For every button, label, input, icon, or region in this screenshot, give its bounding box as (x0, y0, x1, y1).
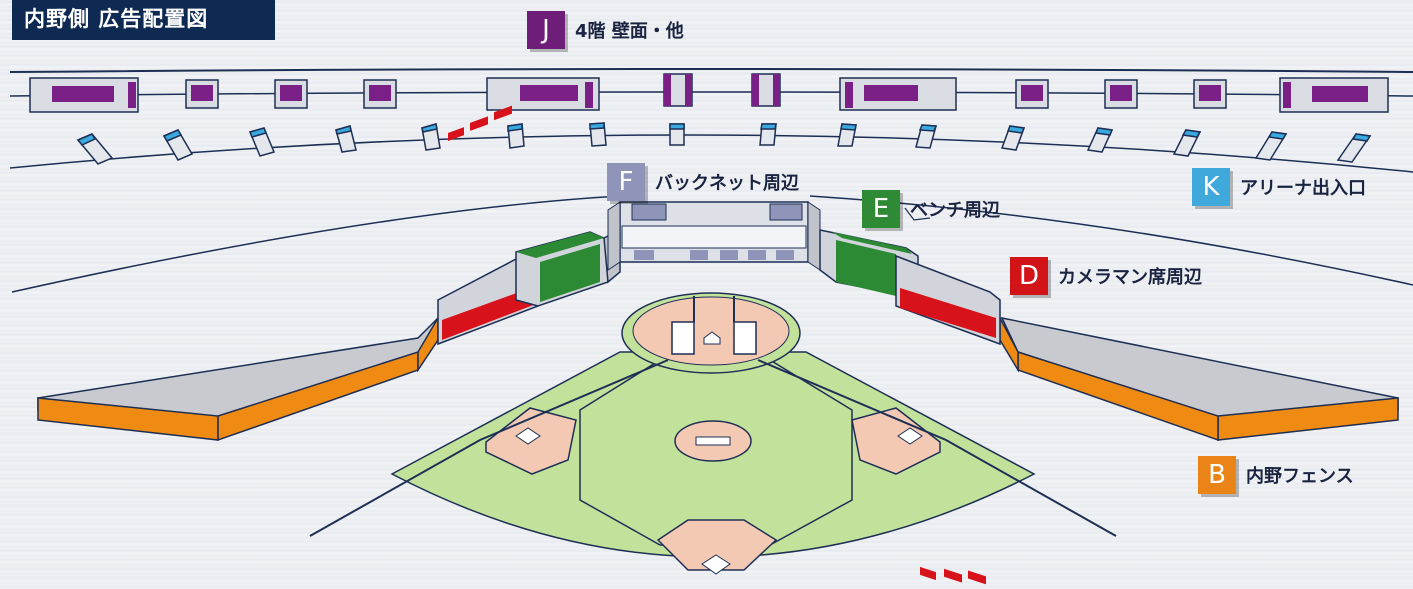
k-entrance (589, 122, 607, 147)
label-f: F バックネット周辺 (607, 163, 799, 201)
label-j-text: 4階 壁面・他 (575, 21, 684, 42)
label-j: J 4階 壁面・他 (527, 11, 684, 49)
k-entrance (162, 129, 194, 161)
j-panel-large (1279, 77, 1389, 113)
b-fence-left (37, 315, 439, 442)
concourse-line (9, 134, 1413, 173)
k-entrance (76, 133, 114, 165)
k-entrance (507, 123, 525, 149)
k-entrance (1254, 131, 1288, 161)
j-panel (1104, 79, 1138, 109)
label-k-text: アリーナ出入口 (1240, 178, 1366, 199)
k-entrance (759, 123, 777, 146)
k-entrance (669, 123, 685, 146)
k-entrance (421, 123, 441, 151)
badge-k: K (1192, 168, 1230, 206)
k-entrance (248, 127, 276, 157)
j-panel-large (29, 77, 139, 113)
label-d: D カメラマン席周辺 (1010, 257, 1202, 295)
upper-deck-line (9, 68, 1413, 73)
k-entrances (76, 122, 1372, 165)
j-panel (185, 79, 219, 109)
label-d-text: カメラマン席周辺 (1058, 267, 1202, 288)
leader-line (904, 207, 931, 221)
j-panel-tall (751, 73, 781, 107)
j-panel (274, 79, 308, 109)
baseball-field (309, 292, 1117, 575)
d-camera-area-right (895, 254, 1001, 585)
badge-f: F (607, 163, 645, 201)
label-e-text: ベンチ周辺 (910, 200, 1000, 221)
e-bench-left (515, 228, 621, 307)
e-bench-right (819, 229, 919, 299)
k-entrance (837, 123, 857, 147)
stand-line (11, 195, 621, 293)
badge-d: D (1010, 257, 1048, 295)
b-fence-right (999, 316, 1399, 442)
label-e: E ベンチ周辺 (862, 190, 1000, 228)
j-panel-large (839, 77, 957, 111)
k-entrance (335, 125, 357, 153)
f-backstop (607, 201, 821, 271)
label-b-text: 内野フェンス (1246, 466, 1354, 487)
j-panel (1193, 79, 1227, 109)
k-entrance (915, 124, 938, 149)
k-entrance (1000, 125, 1026, 151)
j-panel (1015, 79, 1049, 109)
j-wall-panels (29, 73, 1389, 113)
k-entrance (1086, 127, 1114, 153)
label-k: K アリーナ出入口 (1192, 168, 1366, 206)
k-entrance (1336, 133, 1372, 163)
badge-j: J (527, 11, 565, 49)
label-b: B 内野フェンス (1198, 456, 1354, 494)
k-entrance (1172, 129, 1202, 157)
page-title: 内野側 広告配置図 (12, 0, 275, 40)
badge-e: E (862, 190, 900, 228)
j-panel (363, 79, 397, 109)
j-panel-tall (663, 73, 693, 107)
badge-b: B (1198, 456, 1236, 494)
j-panel-large (486, 77, 600, 111)
label-f-text: バックネット周辺 (655, 173, 799, 194)
d-camera-area-left (437, 105, 539, 346)
